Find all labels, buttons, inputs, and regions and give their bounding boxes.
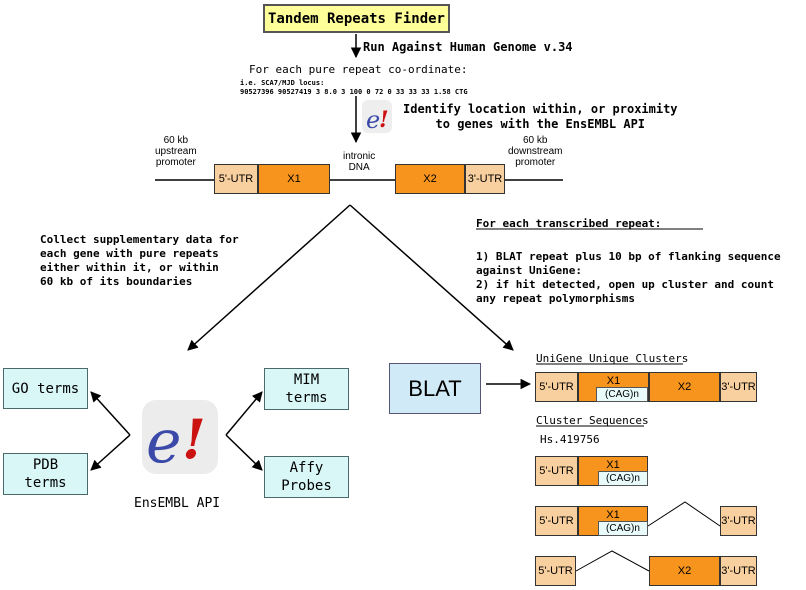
locus-example-label: i.e. SCA7/MJD locus: [240, 79, 325, 87]
left-note: Collect supplementary data for each gene… [40, 233, 239, 288]
ensembl-logo-small-icon: e ! [362, 100, 392, 134]
svg-text:!: ! [379, 107, 389, 133]
ensembl-api-label: EnsEMBL API [134, 496, 221, 511]
arrow-affy [225, 434, 263, 471]
affy-probes-box: Affy Probes [264, 456, 349, 498]
locus-example-values: 90527396 90527419 3 8.0 3 100 0 72 0 33 … [240, 88, 468, 96]
seq2-utr5: 5'-UTR [535, 506, 578, 536]
blat-box: BLAT [389, 363, 481, 414]
ensembl-logo-large-icon: e ! [142, 400, 218, 477]
mim-terms-box: MIM terms [264, 368, 349, 410]
title-box: Tandem Repeats Finder [263, 4, 450, 33]
svg-text:e: e [366, 106, 380, 134]
title-text: Tandem Repeats Finder [267, 10, 445, 27]
seq2-utr3: 3'-UTR [720, 506, 757, 536]
identify-text: Identify location within, or proximity t… [403, 102, 678, 131]
gene-exon-x2: X2 [395, 164, 465, 194]
intronic-dna-label: intronic DNA [343, 151, 376, 173]
cluster-id: Hs.419756 [540, 433, 600, 446]
gene-utr5: 5'-UTR [214, 164, 258, 194]
cluster-heading: Cluster Sequences [536, 414, 649, 427]
coord-header: For each pure repeat co-ordinate: [249, 63, 468, 76]
right-note-body: 1) BLAT repeat plus 10 bp of flanking se… [476, 250, 781, 305]
seq2-cag-repeat: (CAG)n [598, 521, 648, 536]
arrow-go [90, 391, 131, 436]
unigene-cag-repeat: (CAG)n [596, 387, 648, 402]
arrow-to-blat [349, 204, 514, 351]
unigene-utr3: 3'-UTR [720, 372, 757, 402]
downstream-promoter-label: 60 kb downstream promoter [508, 135, 563, 168]
seq3-utr3: 3'-UTR [720, 556, 757, 586]
gene-utr3: 3'-UTR [465, 164, 505, 194]
arrow-pdb [90, 434, 131, 471]
unigene-heading: UniGene Unique Clusters [536, 352, 689, 365]
unigene-utr5: 5'-UTR [535, 372, 578, 402]
gene-exon-x1: X1 [258, 164, 330, 194]
right-note-title: For each transcribed repeat: [476, 217, 662, 230]
arrow-mim [225, 391, 263, 436]
go-terms-box: GO terms [3, 368, 88, 409]
unigene-exon-x2: X2 [649, 372, 720, 402]
seq3-exon-x2: X2 [649, 556, 720, 586]
pdb-terms-box: PDB terms [3, 453, 88, 495]
arrow-to-ensembl [187, 204, 351, 351]
upstream-promoter-label: 60 kb upstream promoter [155, 135, 197, 168]
seq1-utr5: 5'-UTR [535, 456, 578, 486]
seq1-cag-repeat: (CAG)n [598, 471, 648, 486]
seq3-utr5: 5'-UTR [535, 556, 576, 586]
svg-text:!: ! [182, 407, 206, 471]
svg-text:e: e [146, 407, 182, 477]
run-step-text: Run Against Human Genome v.34 [363, 40, 573, 54]
splice-junction-1 [647, 501, 721, 527]
splice-junction-2 [575, 550, 650, 572]
